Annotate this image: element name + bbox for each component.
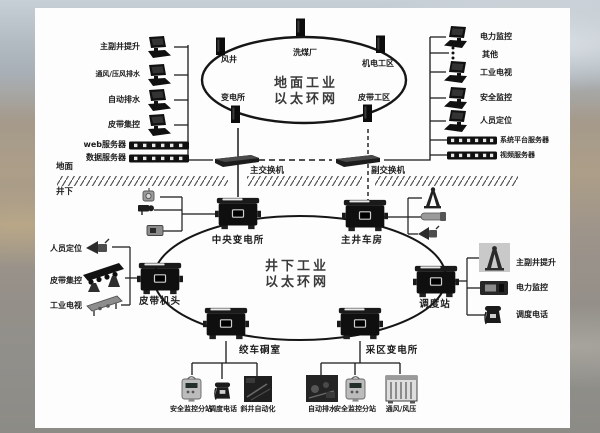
- workstation-icon: [144, 89, 172, 112]
- ground-hatch: [57, 176, 228, 186]
- conveyor-section-icon: [86, 294, 126, 318]
- telephone-icon: [213, 379, 232, 403]
- dispatch-item-label: 电力监控: [516, 283, 548, 292]
- mine-box-icon: [215, 195, 261, 232]
- underground-ring-title-line1: 井下工业: [264, 259, 330, 274]
- more-dots-icon: [450, 46, 456, 60]
- surface-left-item-label: 通风/压风排水: [95, 70, 140, 78]
- surface-boundary-label: 地面: [56, 162, 74, 172]
- workstation-icon: [443, 110, 471, 133]
- surface-right-item-label: 电力监控: [480, 32, 512, 41]
- power-monitor-device-icon: [480, 280, 508, 296]
- node-mining-substation-label: 采区变电所: [365, 345, 419, 356]
- node-dispatch-station-label: 调度站: [419, 299, 451, 310]
- node-central-substation-label: 中央变电所: [211, 235, 265, 246]
- server-rack-icon: [129, 141, 189, 150]
- node-belt-area-label: 皮带工区: [358, 93, 390, 102]
- diagram-panel: [35, 8, 570, 428]
- monitor-substation-icon: [181, 375, 202, 403]
- node-belt-head-label: 皮带机头: [138, 296, 182, 307]
- node-coal-washery-label: 洗煤厂: [293, 48, 317, 57]
- headframe-icon: [420, 186, 445, 209]
- node-substation-label: 变电所: [221, 93, 245, 102]
- mining-item-label: 安全监控分站: [334, 405, 376, 413]
- drainage-photo-icon: [306, 375, 338, 402]
- belt-head-item-label: 工业电视: [50, 301, 82, 310]
- winch-item-label: 调度电话: [209, 405, 237, 413]
- workstation-icon: [144, 36, 172, 59]
- server-rack-icon: [129, 154, 189, 163]
- surface-ring-title-line1: 地面工业: [273, 76, 339, 91]
- belt-head-item-label: 人员定位: [50, 244, 82, 253]
- underground-ring-title-line2: 以太环网: [264, 275, 330, 290]
- hoist-photo-icon: [479, 243, 510, 272]
- node-main-shaft-house-label: 主井车房: [340, 235, 384, 246]
- workstation-icon: [144, 114, 172, 137]
- underground-boundary-label: 井下: [56, 187, 74, 197]
- web-server-label: web服务器: [83, 140, 126, 149]
- camera-icon: [136, 202, 155, 216]
- belt-head-item-label: 皮带集控: [50, 276, 82, 285]
- workstation-icon: [443, 61, 471, 84]
- surface-right-item-label: 人员定位: [480, 116, 512, 125]
- mining-item-label: 自动排水: [308, 405, 336, 413]
- workstation-icon: [144, 64, 172, 87]
- node-air-shaft-label: 风井: [221, 55, 237, 64]
- surface-right-item-label: 工业电视: [480, 68, 512, 77]
- surface-left-item-label: 主副井提升: [100, 42, 140, 51]
- loudspeaker-icon: [84, 238, 112, 256]
- video-server-label: 视频服务器: [500, 151, 535, 159]
- automation-photo-icon: [244, 376, 272, 402]
- node-mech-area-label: 机电工区: [362, 59, 394, 68]
- server-rack-icon: [447, 151, 497, 160]
- platform-server-label: 系统平台服务器: [500, 136, 549, 144]
- ring-switch-icon: [361, 103, 374, 123]
- node-winch-chamber-label: 绞车硐室: [238, 345, 282, 356]
- main-switch-label: 主交换机: [250, 166, 285, 176]
- loudspeaker-icon: [416, 225, 442, 243]
- mine-box-icon: [137, 260, 183, 297]
- conveyor-icon: [82, 261, 128, 293]
- data-server-label: 数据服务器: [86, 153, 126, 162]
- cylinder-device-icon: [420, 211, 448, 222]
- gas-sensor-icon: [140, 188, 158, 204]
- surface-left-item-label: 自动排水: [108, 95, 140, 104]
- surface-left-item-label: 皮带集控: [108, 120, 140, 129]
- mine-box-icon: [413, 263, 459, 300]
- dispatch-item-label: 主副井提升: [516, 258, 556, 267]
- mine-box-icon: [342, 197, 388, 234]
- small-device-icon: [146, 224, 164, 237]
- backup-switch-icon: [334, 154, 382, 167]
- dispatch-item-label: 调度电话: [516, 310, 548, 319]
- workstation-icon: [443, 87, 471, 110]
- mining-item-label: 通风/风压: [385, 405, 417, 413]
- monitor-substation-icon: [345, 375, 366, 403]
- surface-ring-title-line2: 以太环网: [273, 92, 339, 107]
- ring-switch-icon: [214, 36, 227, 56]
- mine-box-icon: [203, 305, 249, 342]
- ventilation-cabinet-icon: [385, 374, 418, 404]
- surface-ring: [200, 35, 408, 125]
- ring-switch-icon: [374, 34, 387, 54]
- winch-item-label: 安全监控分站: [170, 405, 212, 413]
- ring-switch-icon: [229, 104, 242, 124]
- winch-item-label: 斜井自动化: [240, 405, 276, 413]
- surface-right-item-label: 其他: [482, 50, 498, 59]
- server-rack-icon: [447, 136, 497, 145]
- workstation-icon: [443, 26, 471, 49]
- surface-right-item-label: 安全监控: [480, 93, 512, 102]
- backup-switch-label: 副交换机: [371, 166, 406, 176]
- main-switch-icon: [213, 154, 261, 167]
- telephone-icon: [483, 303, 503, 327]
- ring-switch-icon: [294, 17, 307, 37]
- mine-box-icon: [337, 305, 383, 342]
